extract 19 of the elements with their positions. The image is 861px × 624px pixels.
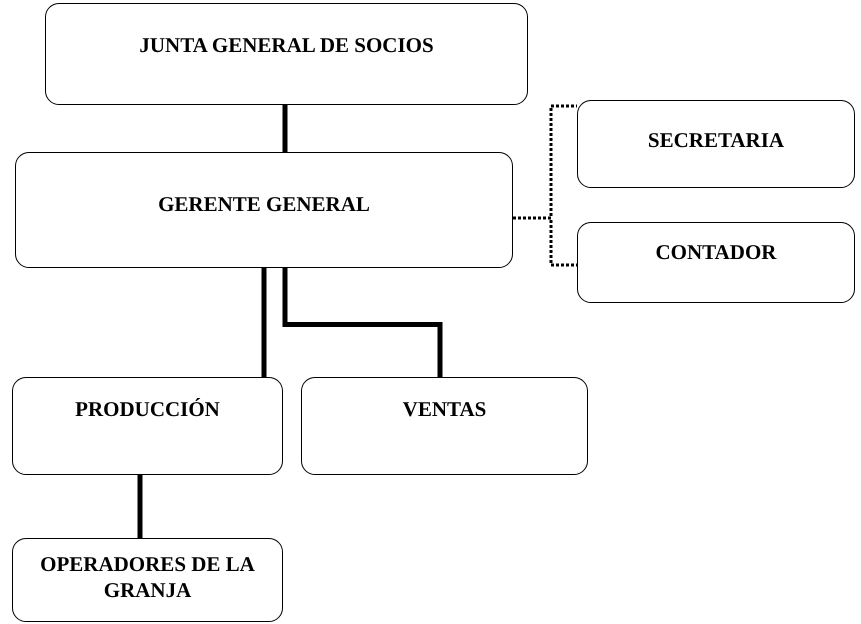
org-box [301,377,588,475]
box-title: VENTAS [402,396,486,422]
box-title: PRODUCCIÓN [75,396,220,422]
box-title: OPERADORES DE LA GRANJA [39,551,256,604]
org-box [577,222,855,303]
connector-line [282,268,442,377]
org-box [12,377,283,475]
org-box [577,100,855,188]
connector-line [262,268,266,377]
connector-line [138,475,142,538]
box-title: JUNTA GENERAL DE SOCIOS [139,32,434,58]
org-box [12,538,283,622]
connector-line [282,105,288,152]
box-title: GERENTE GENERAL [158,191,370,218]
org-box [45,3,528,105]
box-title: SECRETARIA [648,127,784,154]
dotted-connector [513,216,577,266]
box-title: CONTADOR [656,239,776,266]
org-box [15,152,513,268]
